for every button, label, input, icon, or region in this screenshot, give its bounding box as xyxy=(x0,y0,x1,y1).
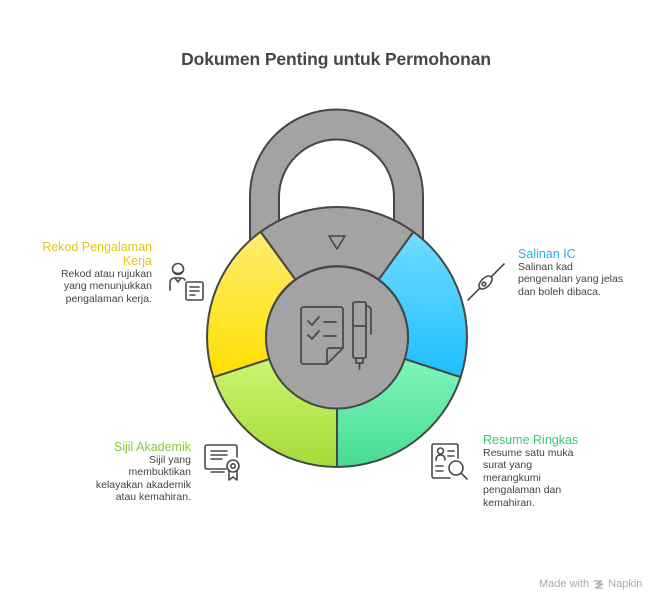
label-title: Kerja xyxy=(122,254,152,268)
page-title: Dokumen Penting untuk Permohonan xyxy=(181,49,491,69)
label-description: Sijil yang xyxy=(148,454,191,466)
napkin-brand-text: Napkin xyxy=(608,578,643,590)
label-title: Salinan IC xyxy=(518,247,576,261)
label-title: Sijil Akademik xyxy=(113,440,191,454)
label-description: pengalaman kerja. xyxy=(65,292,152,305)
label-description: pengenalan yang jelas xyxy=(518,273,624,286)
label-title: Rekod Pengalaman xyxy=(42,240,152,254)
label-sijil-akademik: Sijil Akademik Sijil yang membuktikan ke… xyxy=(96,440,191,504)
napkin-logo-icon xyxy=(593,579,604,589)
certificate-icon xyxy=(204,444,240,481)
label-description: membuktikan xyxy=(128,466,191,479)
label-salinan-ic: Salinan IC Salinan kad pengenalan yang j… xyxy=(518,247,623,298)
label-description: atau kemahiran. xyxy=(115,491,191,504)
label-title: Resume Ringkas xyxy=(483,433,579,447)
person-document-icon xyxy=(169,262,204,301)
napkin-footer[interactable]: Made with Napkin xyxy=(539,578,642,590)
triangle-down-icon xyxy=(328,235,346,250)
label-description: kelayakan akademik xyxy=(95,478,191,491)
lock-center-hub xyxy=(265,265,409,410)
label-description: kemahiran. xyxy=(483,496,535,509)
label-resume-ringkas: Resume Ringkas Resume satu muka surat ya… xyxy=(483,433,578,509)
label-rekod-pengalaman: Rekod Pengalaman Kerja Rekod atau rujuka… xyxy=(42,240,152,305)
label-description: yang menunjukkan xyxy=(63,280,152,293)
made-with-text: Made with xyxy=(539,578,590,590)
label-description: Salinan kad xyxy=(518,261,573,273)
lock-shackle xyxy=(249,108,424,271)
label-description: surat yang xyxy=(483,459,533,472)
label-description: pengalaman dan xyxy=(483,484,562,497)
label-description: merangkumi xyxy=(483,471,541,484)
checklist-and-pen-icon xyxy=(300,301,372,370)
cable-link-icon xyxy=(467,263,505,301)
label-description: Rekod atau rujukan xyxy=(60,268,152,280)
label-description: Resume satu muka xyxy=(483,447,574,459)
label-description: dan boleh dibaca. xyxy=(518,285,601,298)
resume-search-icon xyxy=(431,443,468,480)
